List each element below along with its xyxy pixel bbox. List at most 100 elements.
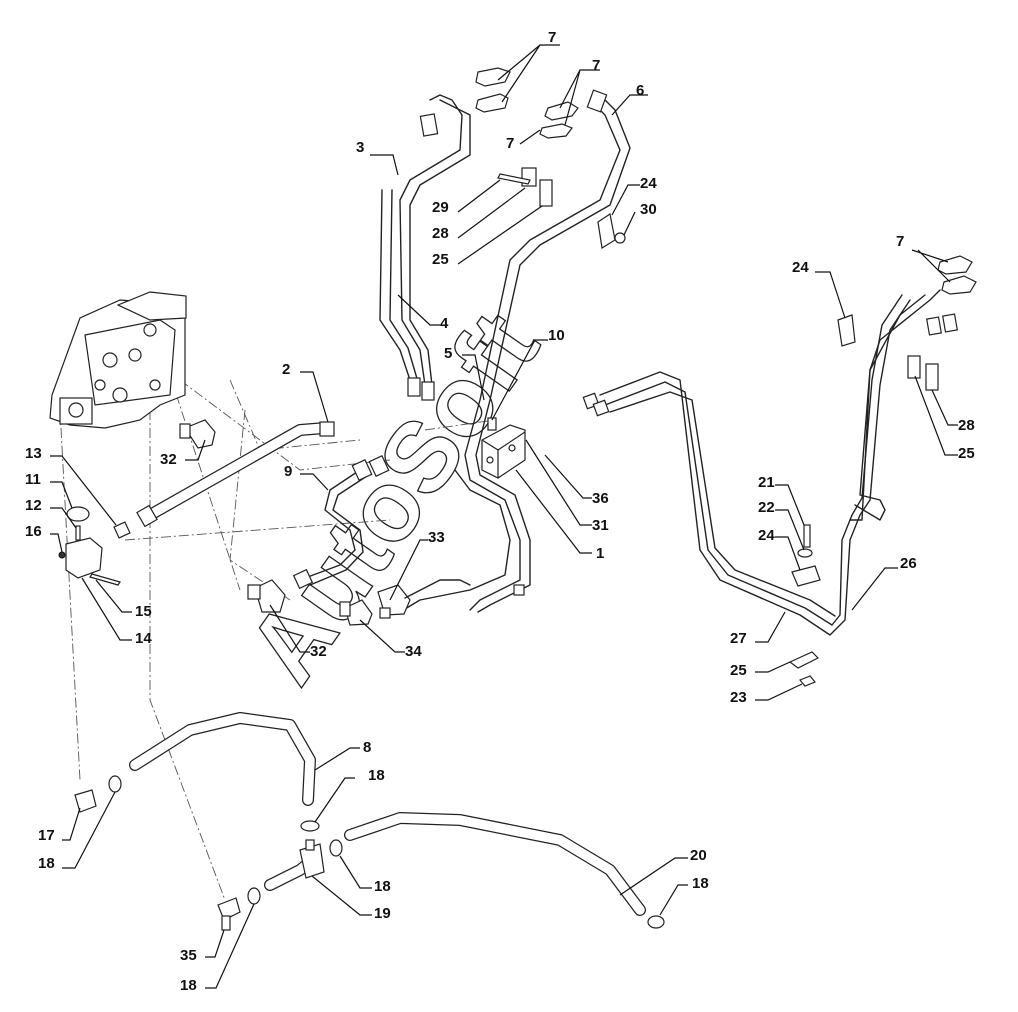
svg-text:31: 31	[592, 517, 609, 534]
watermark: AutoSoft	[226, 292, 561, 703]
callout-32b: 32	[269, 604, 327, 660]
callout-36: 36	[544, 454, 609, 507]
callout-25b: 25	[914, 375, 975, 462]
callout-24c: 24	[758, 527, 801, 571]
callout-22: 22	[758, 499, 805, 551]
svg-text:34: 34	[405, 643, 422, 660]
callout-35: 35	[180, 929, 225, 964]
svg-text:30: 30	[640, 201, 657, 218]
fitting-32-upper	[179, 419, 216, 449]
svg-text:35: 35	[180, 947, 197, 964]
svg-text:12: 12	[25, 497, 42, 514]
callout-30: 30	[623, 201, 657, 236]
svg-text:11: 11	[25, 471, 41, 488]
svg-text:7: 7	[592, 57, 600, 74]
callout-14: 14	[81, 577, 152, 647]
callout-27: 27	[730, 611, 786, 647]
svg-text:14: 14	[135, 630, 152, 647]
svg-text:4: 4	[440, 315, 449, 332]
svg-text:18: 18	[692, 875, 709, 892]
small-parts	[497, 167, 939, 687]
hose-2	[136, 421, 335, 528]
svg-text:25: 25	[958, 445, 975, 462]
callout-2: 2	[282, 361, 329, 423]
callout-24a: 24	[611, 175, 657, 216]
svg-text:5: 5	[444, 345, 452, 362]
callout-15: 15	[95, 579, 152, 620]
callout-25a: 25	[432, 205, 543, 268]
callout-28a: 28	[432, 187, 526, 242]
callout-12: 12	[25, 497, 77, 529]
svg-text:29: 29	[432, 199, 449, 216]
svg-text:20: 20	[690, 847, 707, 864]
callout-20: 20	[619, 847, 707, 896]
svg-text:13: 13	[25, 445, 42, 462]
callout-19: 19	[311, 875, 391, 922]
pipe-5-6	[399, 89, 631, 613]
callout-31: 31	[525, 439, 609, 534]
callout-23: 23	[730, 683, 803, 706]
callout-5: 5	[444, 345, 485, 401]
svg-text:6: 6	[636, 82, 644, 99]
callout-18c: 18	[659, 875, 709, 916]
svg-text:21: 21	[758, 474, 775, 491]
svg-text:18: 18	[374, 878, 391, 895]
callout-7b: 7	[559, 57, 600, 126]
svg-text:28: 28	[958, 417, 975, 434]
svg-text:15: 15	[135, 603, 152, 620]
callout-26: 26	[851, 555, 917, 611]
callout-7c: 7	[506, 129, 541, 152]
svg-text:24: 24	[640, 175, 657, 192]
svg-text:18: 18	[38, 855, 55, 872]
callout-32a: 32	[160, 439, 206, 468]
svg-text:24: 24	[792, 259, 809, 276]
svg-text:18: 18	[180, 977, 197, 994]
callout-24b: 24	[792, 259, 846, 319]
check-valve-assembly	[58, 506, 131, 586]
svg-text:9: 9	[284, 463, 292, 480]
callout-labels: 7 7 7 6 3 29 28 25 24 30 7 24 4 5 10 28 …	[25, 29, 975, 994]
callout-13: 13	[25, 445, 117, 526]
callout-18b: 18	[38, 791, 116, 872]
svg-text:1: 1	[596, 545, 604, 562]
callout-4: 4	[397, 294, 449, 332]
callout-18e: 18	[180, 903, 255, 994]
callout-10: 10	[491, 327, 565, 421]
manifold-block	[481, 417, 526, 479]
callout-33: 33	[389, 529, 445, 601]
callout-29: 29	[432, 179, 501, 216]
tee-and-clamps	[74, 775, 665, 931]
callout-17: 17	[38, 807, 81, 844]
fittings-lower	[247, 579, 471, 626]
svg-text:36: 36	[592, 490, 609, 507]
clamps-7	[475, 67, 977, 295]
hose-8	[129, 712, 316, 806]
pipe-3-4	[379, 94, 471, 401]
svg-text:33: 33	[428, 529, 445, 546]
svg-text:8: 8	[363, 739, 371, 756]
callout-34: 34	[359, 619, 422, 660]
callout-7d: 7	[896, 233, 951, 283]
callout-8: 8	[314, 739, 371, 771]
svg-text:7: 7	[548, 29, 556, 46]
callout-28b: 28	[931, 389, 975, 434]
callout-11: 11	[25, 471, 73, 509]
svg-text:26: 26	[900, 555, 917, 572]
svg-text:24: 24	[758, 527, 775, 544]
callout-7a: 7	[497, 29, 560, 103]
svg-text:32: 32	[160, 451, 177, 468]
svg-text:16: 16	[25, 523, 42, 540]
hose-20	[264, 812, 646, 916]
svg-text:18: 18	[368, 767, 385, 784]
pipe-9	[292, 454, 390, 590]
callout-1: 1	[515, 469, 604, 562]
callout-9: 9	[284, 463, 329, 491]
callout-25c: 25	[730, 661, 791, 679]
pipe-26-27	[582, 289, 958, 636]
svg-text:28: 28	[432, 225, 449, 242]
callout-21: 21	[758, 474, 805, 526]
svg-text:10: 10	[548, 327, 565, 344]
svg-text:25: 25	[432, 251, 449, 268]
